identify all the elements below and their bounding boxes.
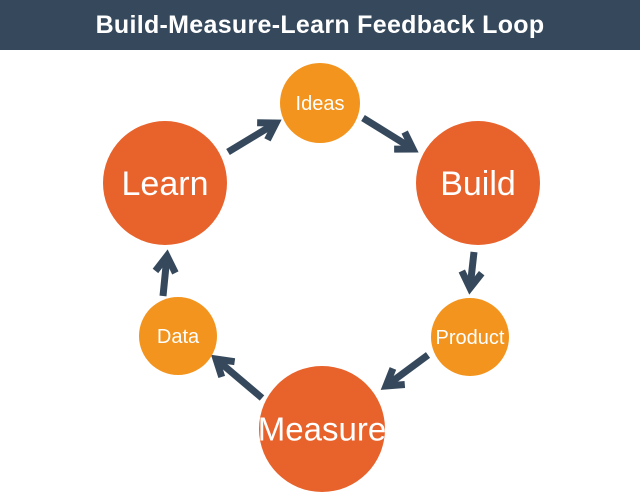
arrow-learn-to-ideas <box>226 119 282 155</box>
node-circle-build <box>416 121 540 245</box>
node-product: Product <box>431 298 509 376</box>
node-circle-data <box>139 297 217 375</box>
node-circle-learn <box>103 121 227 245</box>
node-data: Data <box>139 297 217 375</box>
node-circle-ideas <box>280 63 360 143</box>
node-circle-measure <box>259 366 385 492</box>
page-title: Build-Measure-Learn Feedback Loop <box>95 10 545 39</box>
arrow-build-to-product <box>458 251 485 295</box>
arrow-ideas-to-build <box>361 115 419 153</box>
node-label-build: Build <box>440 165 516 203</box>
node-learn: Learn <box>103 121 227 245</box>
node-label-learn: Learn <box>122 165 209 203</box>
node-measure: Measure <box>258 366 386 492</box>
node-label-product: Product <box>436 327 505 349</box>
node-build: Build <box>416 121 540 245</box>
title-bar: Build-Measure-Learn Feedback Loop <box>0 0 640 50</box>
node-label-measure: Measure <box>258 411 386 448</box>
node-circle-product <box>431 298 509 376</box>
node-label-ideas: Ideas <box>296 93 345 115</box>
node-label-data: Data <box>157 326 200 348</box>
node-ideas: Ideas <box>280 63 360 143</box>
arrow-data-to-learn <box>152 249 179 297</box>
arrow-measure-to-data <box>210 354 265 401</box>
arrow-product-to-measure <box>380 352 431 390</box>
